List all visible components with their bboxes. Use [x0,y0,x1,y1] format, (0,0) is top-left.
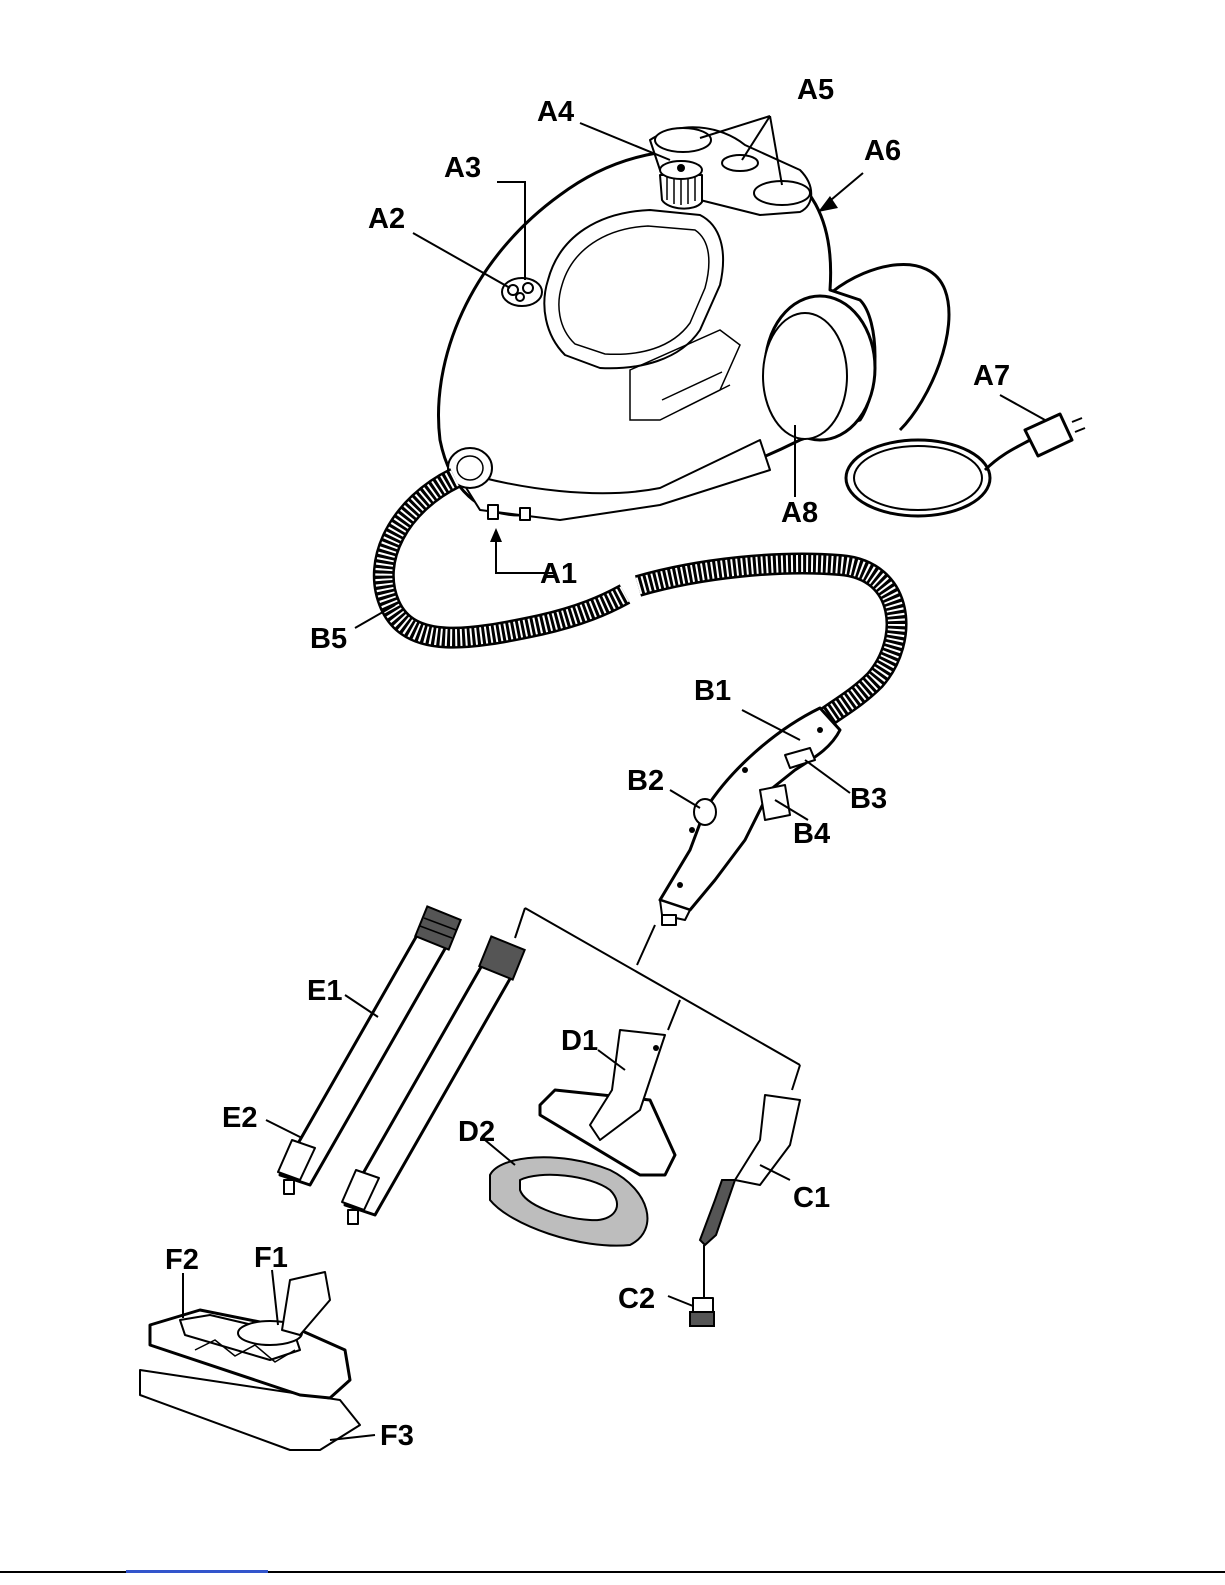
steam-cleaner-body [439,127,1086,520]
label-a6: A6 [864,135,901,167]
power-plug [1025,414,1085,456]
label-a1: A1 [540,558,577,590]
label-d2: D2 [458,1116,495,1148]
label-f2: F2 [165,1244,199,1276]
steam-gun-handle [660,708,840,925]
label-b1: B1 [694,675,731,707]
footer-link-underline [126,1570,268,1573]
label-b3: B3 [850,783,887,815]
label-a5: A5 [797,74,834,106]
label-d1: D1 [561,1025,598,1057]
round-brush [690,1298,714,1326]
label-f3: F3 [380,1420,414,1452]
label-a2: A2 [368,203,405,235]
label-f1: F1 [254,1242,288,1274]
rear-wheel [763,296,875,440]
terry-cover [490,1157,647,1245]
label-b2: B2 [627,765,664,797]
detail-nozzle [690,1095,800,1326]
steam-regulator-knob [660,161,702,209]
label-c1: C1 [793,1182,830,1214]
label-b4: B4 [793,818,830,850]
label-a8: A8 [781,497,818,529]
label-a3: A3 [444,152,481,184]
floor-nozzle [140,1272,360,1450]
label-a7: A7 [973,360,1010,392]
accessory-bracket-lines [515,908,800,1090]
label-c2: C2 [618,1283,655,1315]
label-e1: E1 [307,975,342,1007]
label-e2: E2 [222,1102,257,1134]
steam-hose [384,478,897,722]
label-a4: A4 [537,96,574,128]
control-panel [502,278,542,306]
label-b5: B5 [310,623,347,655]
